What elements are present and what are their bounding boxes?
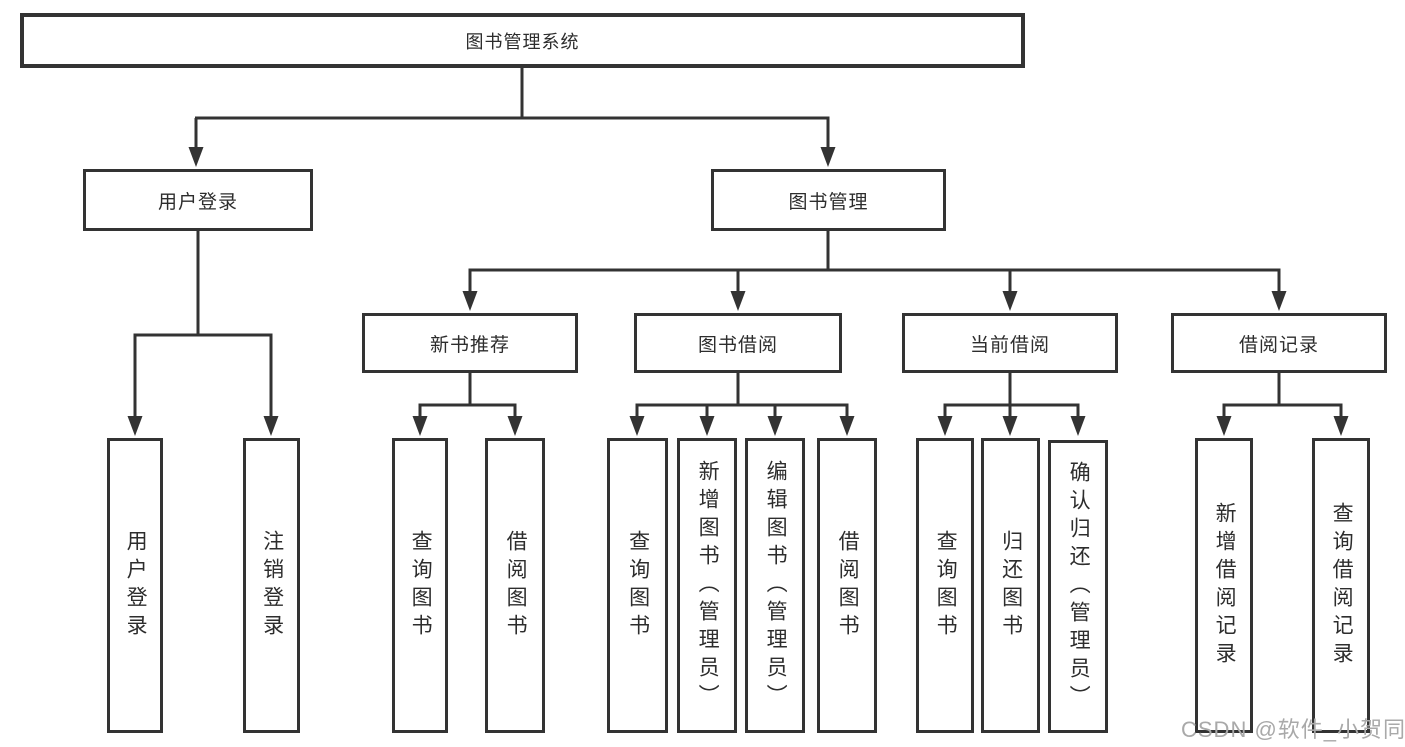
- node-new-book-recommend: 新书推荐: [362, 313, 578, 373]
- arrowhead: [188, 147, 204, 167]
- node-borrowing-records-label: 借阅记录: [1238, 334, 1319, 356]
- leaf-confirm-return-admin-label: 确认归还（管理员）: [1067, 460, 1091, 713]
- leaf-query-borrow-record: 查询借阅记录: [1312, 438, 1370, 733]
- csdn-watermark: CSDN @软件_小贺同学: [1181, 717, 1405, 742]
- arrowhead: [629, 416, 645, 436]
- leaf-confirm-return-admin: 确认归还（管理员）: [1048, 440, 1108, 733]
- leaf-borrow-books-recommend-label: 借阅图书: [504, 529, 528, 642]
- arrowhead: [127, 416, 143, 436]
- leaf-query-borrow-record-label: 查询借阅记录: [1330, 501, 1354, 670]
- leaf-query-books-borrowing-label: 查询图书: [626, 529, 650, 642]
- arrowhead: [412, 416, 428, 436]
- arrowhead: [839, 416, 855, 436]
- leaf-add-books-admin-label: 新增图书（管理员）: [696, 459, 720, 712]
- node-current-borrowing: 当前借阅: [902, 313, 1118, 373]
- arrowhead: [730, 291, 746, 311]
- arrowhead: [767, 416, 783, 436]
- node-root-label: 图书管理系统: [465, 31, 580, 52]
- arrowhead: [462, 291, 478, 311]
- leaf-add-borrow-record: 新增借阅记录: [1195, 438, 1253, 733]
- leaf-user-login-label: 用户登录: [124, 529, 148, 642]
- leaf-borrow-books-label: 借阅图书: [836, 529, 860, 642]
- node-book-management: 图书管理: [711, 169, 946, 231]
- node-user-login-label: 用户登录: [157, 191, 238, 213]
- node-borrowing-records: 借阅记录: [1171, 313, 1387, 373]
- node-current-borrowing-label: 当前借阅: [969, 334, 1050, 356]
- leaf-logout-label: 注销登录: [260, 529, 284, 642]
- node-book-borrowing-label: 图书借阅: [697, 334, 778, 356]
- arrowhead: [1216, 416, 1232, 436]
- leaf-query-books-recommend-label: 查询图书: [409, 529, 433, 642]
- arrowhead: [937, 416, 953, 436]
- arrowhead: [699, 416, 715, 436]
- leaf-logout: 注销登录: [243, 438, 300, 733]
- leaf-query-books-borrowing: 查询图书: [607, 438, 668, 733]
- arrowhead: [507, 416, 523, 436]
- node-book-management-label: 图书管理: [788, 191, 869, 213]
- arrowhead: [1333, 416, 1349, 436]
- leaf-query-books-current-label: 查询图书: [934, 529, 958, 642]
- leaf-add-borrow-record-label: 新增借阅记录: [1213, 501, 1237, 670]
- arrowhead: [1002, 416, 1018, 436]
- node-root: 图书管理系统: [20, 13, 1025, 68]
- leaf-return-books: 归还图书: [981, 438, 1040, 733]
- leaf-user-login: 用户登录: [107, 438, 163, 733]
- node-user-login: 用户登录: [83, 169, 313, 231]
- leaf-edit-books-admin-label: 编辑图书（管理员）: [764, 459, 788, 712]
- leaf-add-books-admin: 新增图书（管理员）: [677, 438, 737, 733]
- arrowhead: [1271, 291, 1287, 311]
- leaf-borrow-books: 借阅图书: [817, 438, 877, 733]
- leaf-borrow-books-recommend: 借阅图书: [485, 438, 545, 733]
- leaf-edit-books-admin: 编辑图书（管理员）: [745, 438, 805, 733]
- node-new-book-recommend-label: 新书推荐: [429, 334, 510, 356]
- leaf-query-books-current: 查询图书: [916, 438, 974, 733]
- node-book-borrowing: 图书借阅: [634, 313, 842, 373]
- arrowhead: [1002, 291, 1018, 311]
- leaf-query-books-recommend: 查询图书: [392, 438, 448, 733]
- arrowhead: [1070, 416, 1086, 436]
- leaf-return-books-label: 归还图书: [999, 529, 1023, 642]
- arrowhead: [263, 416, 279, 436]
- arrowhead: [820, 147, 836, 167]
